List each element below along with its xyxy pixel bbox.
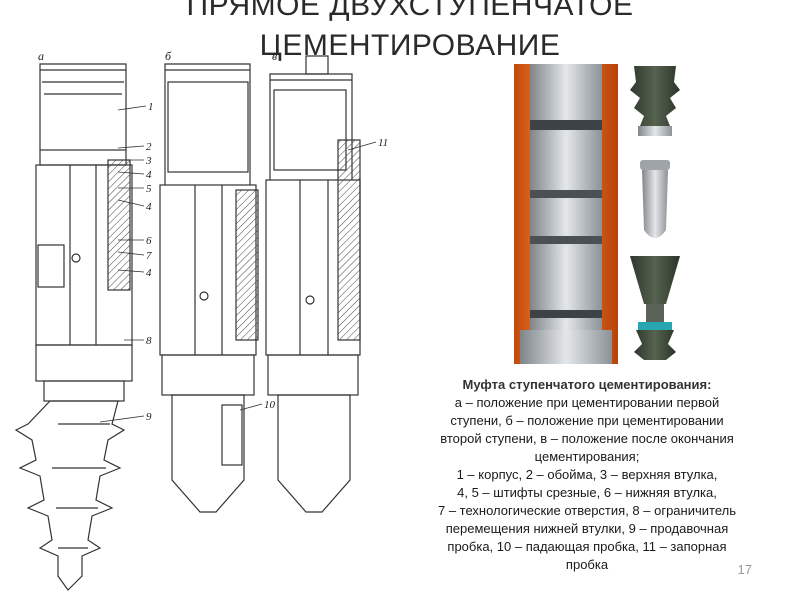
tool-view-b (159, 63, 259, 513)
caption-line: цементирования; (534, 449, 640, 464)
caption-line: ступени, б – положение при цементировани… (450, 413, 724, 428)
collar-product-render (514, 64, 680, 364)
callout-4b: 4 (146, 201, 152, 213)
caption-line: 7 – технологические отверстия, 8 – огран… (438, 503, 736, 518)
drop-plug (640, 160, 670, 238)
caption-heading: Муфта ступенчатого цементирования: (462, 377, 712, 392)
tool-view-c (265, 55, 361, 513)
tool-view-a (14, 63, 133, 591)
caption-line: перемещения нижней втулки, 9 – продавочн… (445, 521, 729, 536)
callout-10: 10 (264, 399, 276, 411)
callout-8: 8 (146, 335, 152, 347)
caption-line: 1 – корпус, 2 – обойма, 3 – верхняя втул… (456, 467, 718, 482)
callout-4c: 4 (146, 267, 152, 279)
callout-7: 7 (146, 250, 152, 262)
displacement-plug (630, 256, 680, 360)
callout-4a: 4 (146, 169, 152, 181)
view-label-c: в (272, 49, 277, 63)
callout-2: 2 (146, 141, 152, 153)
page-number: 17 (737, 562, 752, 577)
callout-3: 3 (145, 155, 152, 167)
callout-9: 9 (146, 411, 152, 423)
view-label-b: б (165, 49, 172, 63)
caption-line: пробка, 10 – падающая пробка, 11 – запор… (447, 539, 727, 554)
callout-6: 6 (146, 235, 152, 247)
caption-line: 4, 5 – штифты срезные, 6 – нижняя втулка… (457, 485, 717, 500)
cementing-collar-diagram: а б в 1 2 3 4 5 4 6 7 4 8 9 10 11 (14, 49, 388, 591)
caption-line: а – положение при цементировании первой (454, 395, 720, 410)
collar-body (514, 64, 618, 364)
figure-caption: Муфта ступенчатого цементирования: а – п… (402, 376, 772, 574)
caption-line: пробка (565, 557, 609, 572)
view-label-a: а (38, 49, 44, 63)
callout-11: 11 (378, 137, 388, 149)
title-line-1: ПРЯМОЕ ДВУХСТУПЕНЧАТОЕ (186, 0, 634, 22)
callout-1: 1 (148, 101, 154, 113)
caption-line: второй ступени, в – положение после окон… (440, 431, 734, 446)
shutoff-plug (630, 66, 680, 136)
callout-5: 5 (146, 183, 152, 195)
